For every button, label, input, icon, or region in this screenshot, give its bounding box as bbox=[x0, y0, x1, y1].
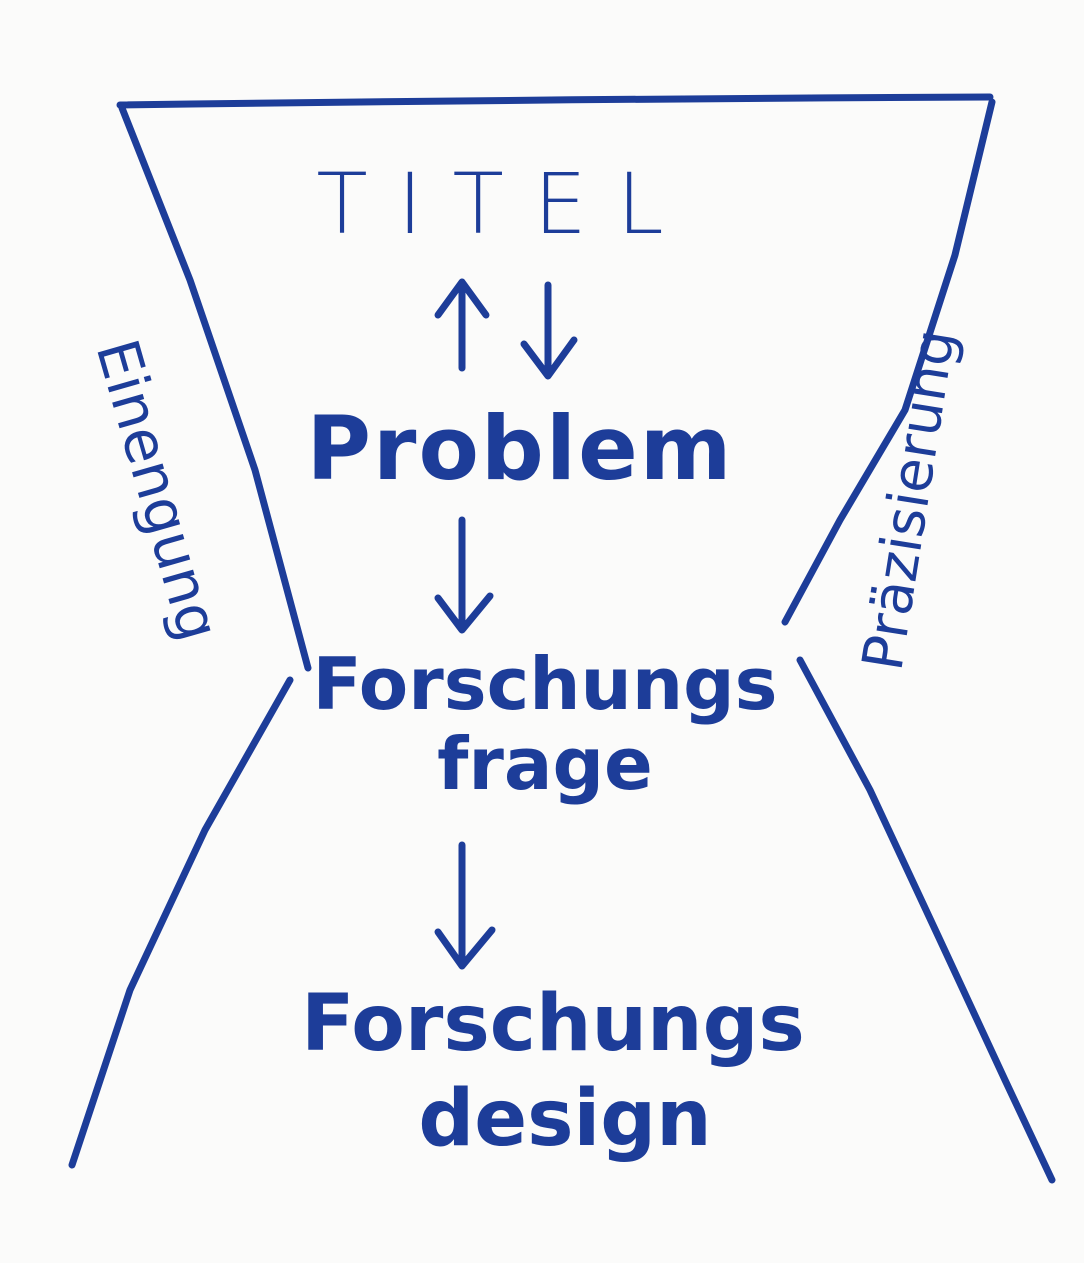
research-design-label-line1: Forschungs bbox=[301, 979, 805, 1069]
arrow-down-to-question-icon bbox=[434, 516, 494, 634]
research-design-label-line2: design bbox=[418, 1074, 712, 1164]
lower-right-flare-line bbox=[796, 656, 1056, 1184]
upper-right-funnel-line bbox=[781, 98, 996, 626]
research-question-label-line2: frage bbox=[437, 722, 653, 806]
diagram-title: TITEL bbox=[316, 155, 694, 253]
arrow-down-icon bbox=[520, 281, 578, 380]
research-question-label-line1: Forschungs bbox=[312, 642, 778, 726]
problem-label: Problem bbox=[306, 397, 734, 500]
top-edge-line bbox=[116, 93, 994, 109]
arrow-down-to-design-icon bbox=[434, 841, 496, 970]
arrow-up-icon bbox=[434, 278, 490, 372]
upper-left-funnel-line bbox=[118, 104, 312, 672]
lower-left-flare-line bbox=[68, 676, 294, 1169]
